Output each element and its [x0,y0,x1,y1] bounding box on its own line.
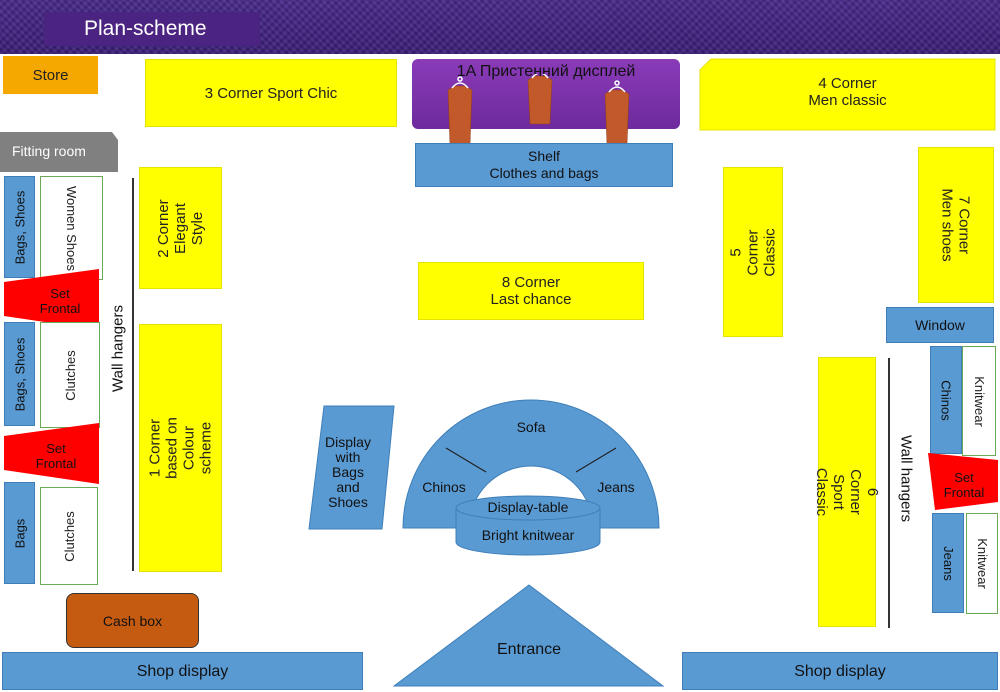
jeans-center-label: Jeans [597,479,634,495]
corner-8-label: 8 Corner Last chance [490,274,572,308]
cash-box-label: Cash box [102,612,163,629]
corner-2-elegant-style[interactable]: 2 Corner Elegant Style [139,167,222,289]
wall-hangers-left-label: Wall hangers [109,305,127,392]
clutches-2[interactable]: Clutches [40,487,98,585]
entrance-label: Entrance [497,641,561,658]
shelf-label: Shelf Clothes and bags [489,148,599,181]
corner-1-colour-scheme[interactable]: 1 Corner based on Colour scheme [139,324,222,572]
knitwear-2[interactable]: Knitwear [966,513,998,614]
chinos-right[interactable]: Chinos [930,346,962,454]
wall-hangers-right-line [888,358,890,628]
bags-shoes-1[interactable]: Bags, Shoes [4,176,35,278]
window-label: Window [915,316,965,333]
cash-box[interactable]: Cash box [66,593,199,648]
corner-7-men-shoes[interactable]: 7 Corner Men shoes [918,147,994,303]
bags[interactable]: Bags [4,482,35,584]
corner-8-last-chance[interactable]: 8 Corner Last chance [418,262,644,320]
bags-shoes-2-label: Bags, Shoes [12,337,27,411]
knitwear-1[interactable]: Knitwear [962,346,996,456]
display-bags-shoes-label: Display with Bags and Shoes [325,434,371,510]
wall-hangers-left-line [132,178,134,571]
corner-2-label: 2 Corner Elegant Style [155,198,206,258]
display-bags-shoes[interactable] [308,405,396,531]
set-frontal-1[interactable] [3,268,103,332]
fitting-room-label: Fitting room [12,143,86,159]
hanging-dresses-icon [447,74,630,145]
wall-hangers-right-label: Wall hangers [897,435,915,522]
clutches-1-label: Clutches [62,349,78,401]
bright-knitwear-label: Bright knitwear [482,527,575,543]
corner-4-men-classic[interactable] [699,58,996,132]
chinos-right-label: Chinos [938,379,954,421]
corner-4-label: 4 Corner Men classic [808,75,887,109]
set-frontal-right-label: Set Frontal [943,470,985,500]
corner-7-label: 7 Corner Men shoes [939,188,973,262]
corner-3-label: 3 Corner Sport Chic [204,84,338,102]
shelf-clothes-bags[interactable]: Shelf Clothes and bags [415,143,673,187]
women-shoes-label: Women Shoes [64,185,79,271]
sofa-arch[interactable]: Sofa Chinos Jeans [398,388,664,534]
page-title: Plan-scheme [44,12,260,46]
set-frontal-2[interactable] [3,422,103,486]
store-zone[interactable]: Store [3,56,98,94]
corner-6-sport-classic[interactable]: 6 Corner Sport Classic [813,357,881,627]
entrance[interactable]: Entrance [393,584,665,688]
fitting-room-shape[interactable]: Fitting room [0,130,120,174]
corner-6-label: 6 Corner Sport Classic [813,467,881,517]
set-frontal-1-label: Set Frontal [39,286,81,316]
shop-display-left-label: Shop display [136,662,229,680]
set-frontal-2-label: Set Frontal [35,441,77,471]
clutches-2-label: Clutches [61,510,77,562]
bags-shoes-2[interactable]: Bags, Shoes [4,322,35,426]
jeans-right[interactable]: Jeans [932,513,964,613]
bags-shoes-1-label: Bags, Shoes [12,190,27,264]
display-table-label: Display-table [488,499,569,515]
bags-label: Bags [12,518,28,548]
corner-5-label: 5 Corner Classic [727,227,779,277]
corner-1a-label: 1A Пристенний дисплей [456,63,636,80]
jeans-right-label: Jeans [940,545,956,581]
display-table[interactable]: Display-table Bright knitwear [454,494,602,558]
corner-1-label: 1 Corner based on Colour scheme [146,417,215,479]
sofa-label: Sofa [517,419,546,435]
set-frontal-right[interactable] [927,452,999,512]
knitwear-2-label: Knitwear [974,538,990,589]
shop-display-right[interactable]: Shop display [682,652,998,690]
chinos-center-label: Chinos [422,479,466,495]
shop-display-left[interactable]: Shop display [2,652,363,690]
clutches-1[interactable]: Clutches [40,322,100,428]
window-zone[interactable]: Window [886,307,994,343]
corner-3-sport-chic[interactable]: 3 Corner Sport Chic [145,59,397,127]
knitwear-1-label: Knitwear [971,375,987,427]
corner-5-classic[interactable]: 5 Corner Classic [723,167,783,337]
shop-display-right-label: Shop display [794,662,886,680]
store-label: Store [32,66,69,84]
women-shoes[interactable]: Women Shoes [40,176,103,280]
